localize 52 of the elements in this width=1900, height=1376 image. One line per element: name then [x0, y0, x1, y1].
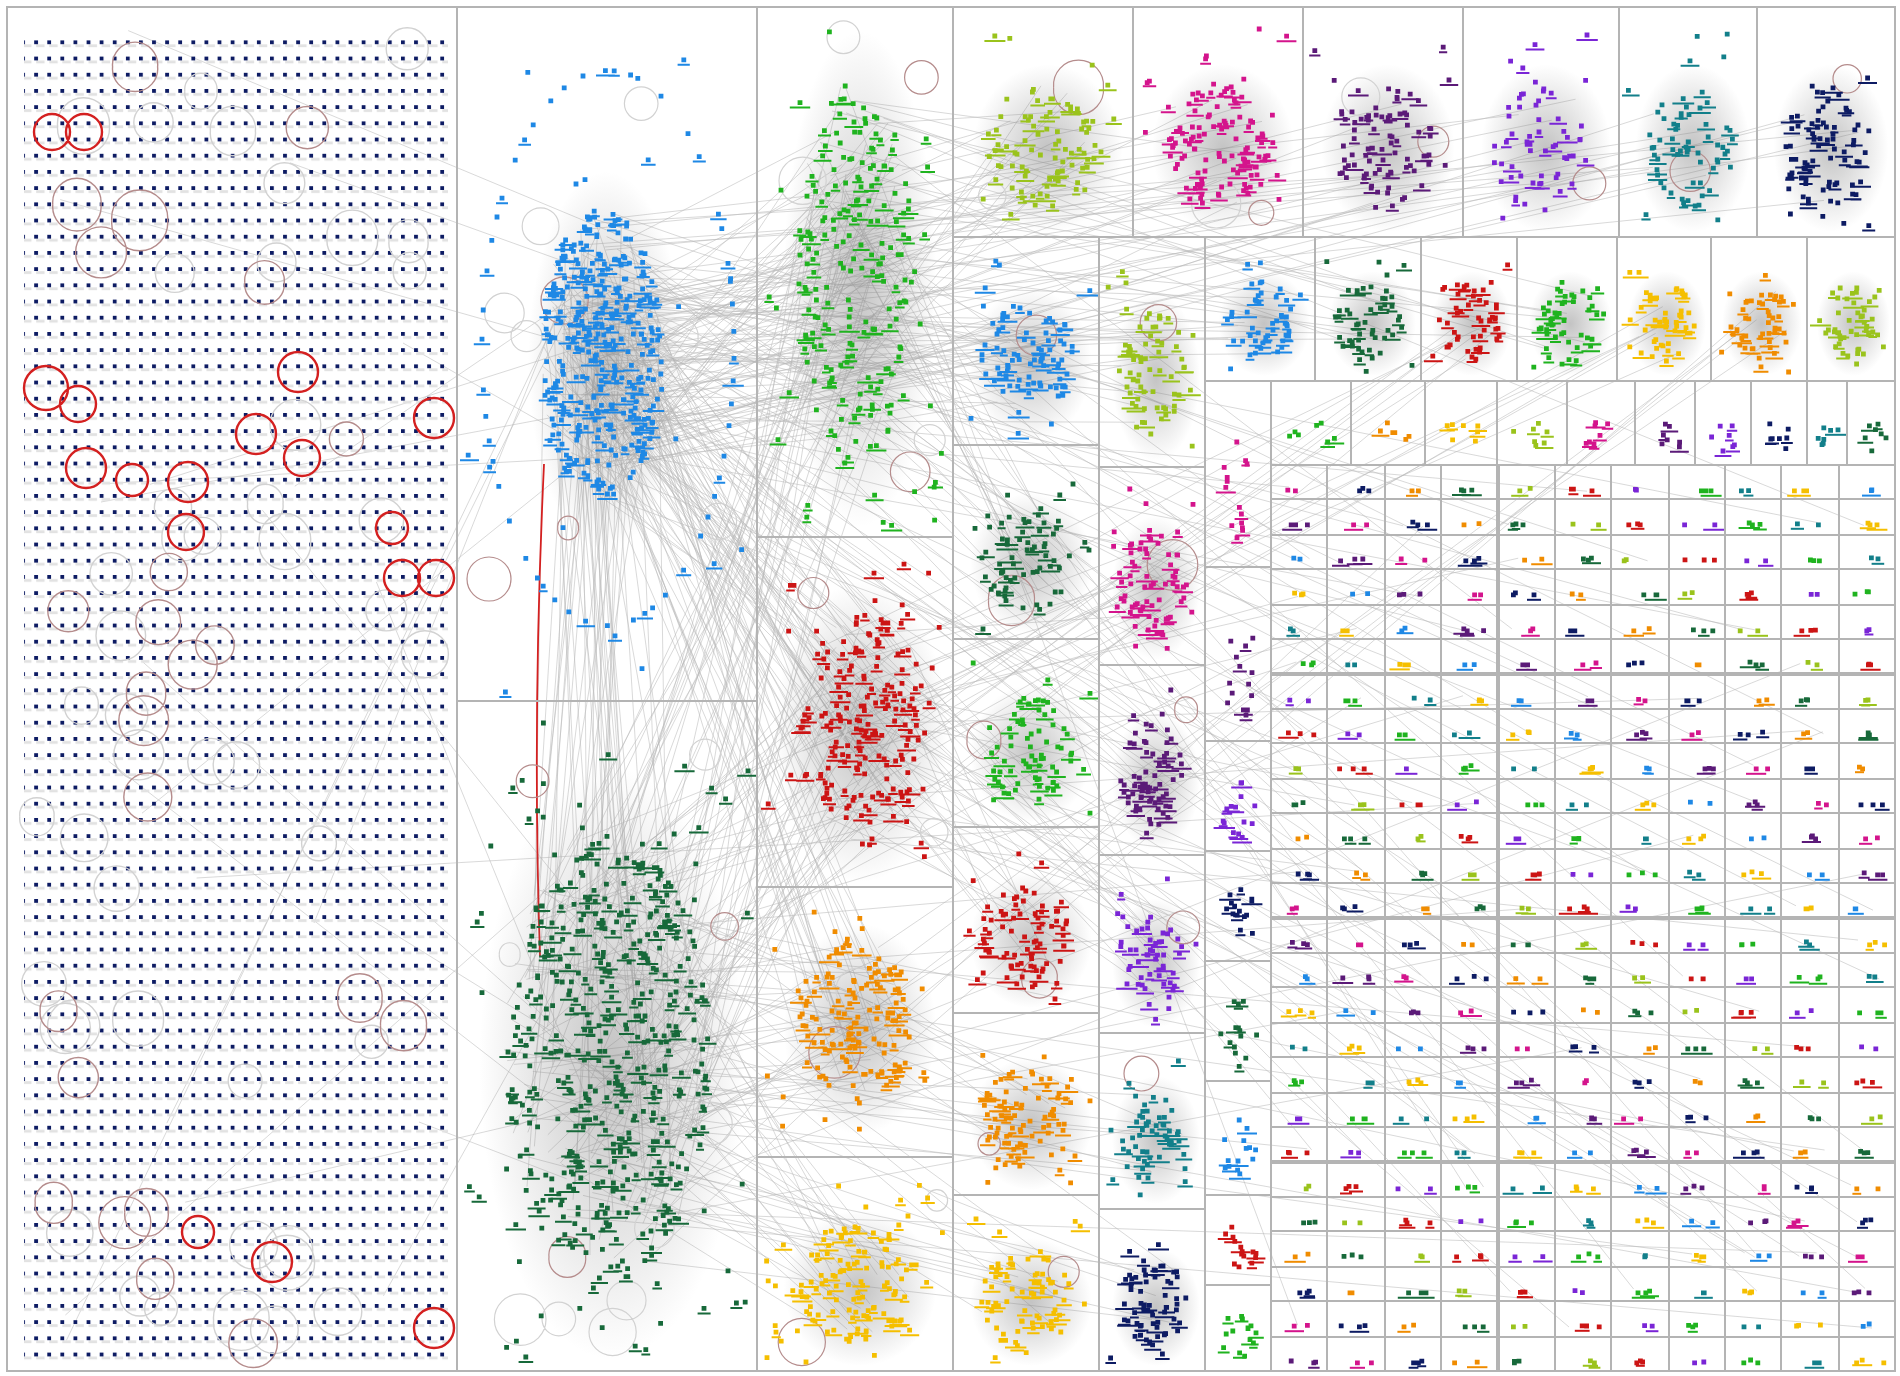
cluster-panel: [1667, 917, 1726, 954]
cluster-panel: [1667, 673, 1726, 710]
cluster-panel: [1440, 1335, 1499, 1372]
cluster-panel: [1440, 1126, 1499, 1163]
cluster-panel: [1723, 673, 1783, 710]
cluster-panel: [756, 6, 954, 538]
cluster-panel: [1270, 1161, 1329, 1198]
cluster-panel: [1780, 917, 1840, 954]
cluster-panel: [1497, 1126, 1556, 1163]
cluster-panel: [1497, 673, 1556, 710]
cluster-panel: [1497, 882, 1556, 919]
cluster-panel: [1806, 236, 1896, 382]
cluster-panel: [1270, 917, 1329, 954]
cluster-panel: [1383, 917, 1443, 954]
cluster-panel: [1837, 1126, 1896, 1163]
cluster-panel: [1610, 1161, 1670, 1198]
cluster-panel: [1440, 673, 1499, 710]
cluster-panel: [1780, 1161, 1840, 1198]
cluster-panel: [1837, 1161, 1896, 1198]
cluster-panel: [1723, 917, 1783, 954]
cluster-panel: [1440, 638, 1499, 675]
cluster-panel: [1837, 882, 1896, 919]
cluster-panel: [1553, 673, 1613, 710]
cluster-panel: [1723, 1161, 1783, 1198]
cluster-panel: [1610, 917, 1670, 954]
cluster-panel: [1497, 917, 1556, 954]
cluster-panel: [1756, 6, 1896, 238]
cluster-panel: [1440, 882, 1499, 919]
cluster-panel: [1837, 1335, 1896, 1372]
cluster-panel: [1383, 1161, 1443, 1198]
cluster-panel: [1837, 917, 1896, 954]
cluster-panel: [1326, 917, 1386, 954]
cluster-panel: [1497, 1335, 1556, 1372]
cluster-panel: [1383, 673, 1443, 710]
cluster-panel: [1326, 673, 1386, 710]
cluster-panel: [1497, 1230, 1556, 1268]
cluster-panel: [1497, 1161, 1556, 1198]
cluster-panel: [1270, 673, 1329, 710]
cluster-panel: [1837, 638, 1896, 675]
cluster-panel: [1667, 1161, 1726, 1198]
cluster-panel: [1440, 917, 1499, 954]
isolates-panel: [6, 6, 458, 1372]
cluster-panel: [1497, 533, 1556, 571]
cluster-panel: [1497, 638, 1556, 675]
cluster-panel: [1780, 673, 1840, 710]
cluster-panel: [1553, 917, 1613, 954]
cluster-panel: [1553, 1161, 1613, 1198]
cluster-panel: [1837, 673, 1896, 710]
cluster-panel: [1610, 673, 1670, 710]
cluster-panel: [1440, 1161, 1499, 1198]
cluster-panel: [456, 6, 758, 702]
cluster-panel: [1326, 1161, 1386, 1198]
